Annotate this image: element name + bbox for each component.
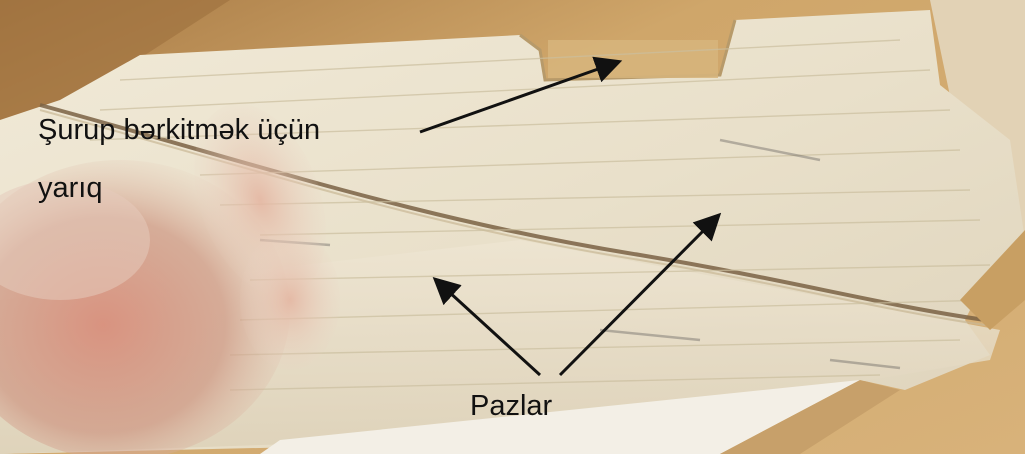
wood-edge-bottom: [720, 380, 900, 454]
arrow-to-wedge-left: [432, 276, 542, 377]
arrow-to-wedge-right: [558, 212, 722, 377]
wood-grain: [89, 39, 991, 391]
notch-gap: [548, 40, 718, 78]
notch-edge: [519, 19, 737, 82]
arrow-to-slot: [419, 56, 623, 134]
slot-caption-line1: Şurup bərkitmək üçün: [38, 114, 321, 146]
board-bottom-edge: [260, 380, 860, 454]
slot-caption-line2: yarıq: [38, 172, 103, 204]
wedges-caption: Pazlar: [470, 390, 553, 422]
wood-edge-right: [960, 230, 1025, 330]
